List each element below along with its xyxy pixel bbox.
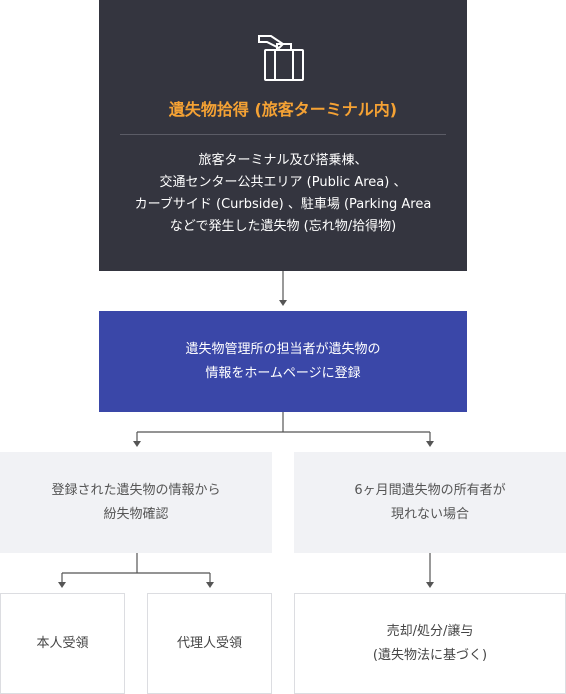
arrowhead-right xyxy=(426,441,434,447)
arrowhead-left xyxy=(133,441,141,447)
description-line: 交通センター公共エリア (Public Area) 、 xyxy=(159,175,407,190)
confirm-line: 紛失物確認 xyxy=(103,506,169,522)
owner-pickup-label: 本人受領 xyxy=(36,635,89,651)
disposal-box: 売却/処分/譲与 (遺失物法に基づく) xyxy=(294,593,566,694)
agent-pickup-label: 代理人受領 xyxy=(176,635,242,651)
confirm-lost-item-box: 登録された遺失物の情報から 紛失物確認 xyxy=(0,452,272,553)
description-line: などで発生した遺失物 (忘れ物/拾得物) xyxy=(169,219,397,234)
agent-pickup-box: 代理人受領 xyxy=(147,593,272,694)
divider xyxy=(120,134,446,135)
registration-box: 遺失物管理所の担当者が遺失物の 情報をホームページに登録 xyxy=(99,311,467,412)
confirm-line: 登録された遺失物の情報から xyxy=(51,482,221,498)
arrowhead-middle xyxy=(279,300,287,306)
owner-pickup-box: 本人受領 xyxy=(0,593,125,694)
registration-line: 遺失物管理所の担当者が遺失物の xyxy=(185,341,381,357)
arrowhead-dispose xyxy=(426,582,434,588)
description-line: 旅客ターミナル及び搭乗棟、 xyxy=(198,153,368,168)
arrowhead-owner xyxy=(58,582,66,588)
found-description: 旅客ターミナル及び搭乗棟、 交通センター公共エリア (Public Area) … xyxy=(135,150,432,238)
lost-item-found-box: 遺失物拾得 (旅客ターミナル内) 旅客ターミナル及び搭乗棟、 交通センター公共エ… xyxy=(99,0,467,271)
unclaimed-box: 6ヶ月間遺失物の所有者が 現れない場合 xyxy=(294,452,566,553)
unclaimed-line: 6ヶ月間遺失物の所有者が xyxy=(354,482,506,498)
description-line: カーブサイド (Curbside) 、駐車場 (Parking Area xyxy=(134,197,432,212)
disposal-line: (遺失物法に基づく) xyxy=(372,647,488,663)
arrowhead-agent xyxy=(206,582,214,588)
hand-luggage-icon xyxy=(258,35,304,81)
found-title: 遺失物拾得 (旅客ターミナル内) xyxy=(168,100,398,119)
unclaimed-line: 現れない場合 xyxy=(390,506,469,522)
registration-line: 情報をホームページに登録 xyxy=(205,365,361,381)
disposal-line: 売却/処分/譲与 xyxy=(386,623,474,639)
